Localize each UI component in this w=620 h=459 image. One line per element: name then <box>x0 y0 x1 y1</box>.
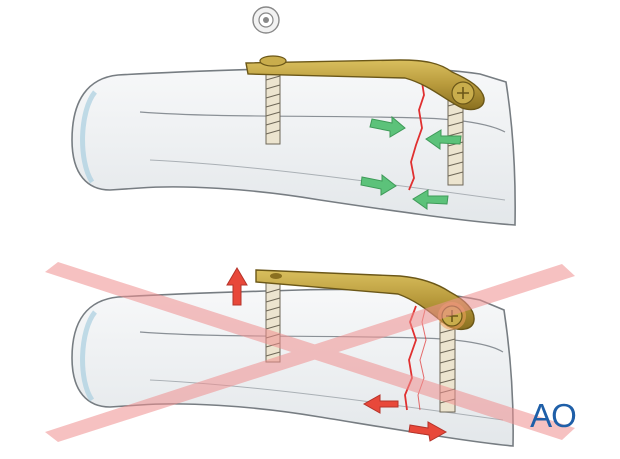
compression-arrows <box>360 115 462 210</box>
screw-icon <box>265 281 281 363</box>
arrow-left-upper <box>425 129 462 150</box>
ao-logo: AO <box>530 397 577 434</box>
bent-plate-icon <box>245 55 485 111</box>
arrow-left <box>362 394 399 414</box>
washer-icon <box>252 6 280 34</box>
arrow-left-lower <box>412 189 449 210</box>
bottom-panel <box>45 262 575 447</box>
screw-icon <box>265 69 281 145</box>
arrow-right-upper <box>369 115 406 138</box>
arrow-right-lower <box>360 173 397 196</box>
distraction-arrows <box>226 267 448 442</box>
arrow-up <box>226 267 248 306</box>
bone-top <box>71 66 516 226</box>
fracture-line-top <box>408 81 425 191</box>
cross-out-icon <box>45 262 575 442</box>
top-panel <box>71 6 516 226</box>
arrow-right <box>408 421 448 442</box>
